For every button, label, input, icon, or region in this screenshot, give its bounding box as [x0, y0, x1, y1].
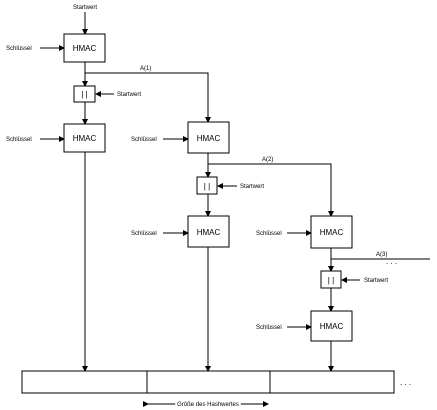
concat-box-3	[320, 270, 342, 289]
hmac-box-5	[310, 215, 353, 249]
label-key-5: Schlüssel	[256, 231, 282, 237]
label-hmac-1: HMAC	[73, 44, 97, 53]
label-a3: A(3)	[376, 252, 387, 258]
hash-size-label-bg	[175, 402, 241, 408]
hmac-box-6	[310, 310, 353, 342]
label-key-6: Schlüssel	[256, 325, 282, 331]
label-hmac-2: HMAC	[73, 134, 97, 143]
label-hmac-4: HMAC	[197, 228, 221, 237]
label-hmac-5: HMAC	[320, 228, 344, 237]
concat-box-1	[73, 85, 96, 103]
ellipsis-output: . . .	[400, 378, 411, 387]
concat-box-2	[196, 176, 218, 195]
hmac-box-1	[63, 33, 106, 63]
hmac-box-3	[187, 121, 230, 154]
ellipsis-a3: . . .	[386, 257, 397, 266]
label-concat-1: | |	[81, 90, 87, 99]
label-concat-2: | |	[204, 182, 210, 191]
label-key-3: Schlüssel	[131, 137, 157, 143]
label-startwert-top: Startwert	[73, 5, 97, 11]
label-startwert-2: Startwert	[240, 184, 264, 190]
arrow-a2	[208, 163, 334, 217]
label-key-1: Schlüssel	[6, 46, 32, 52]
label-hmac-3: HMAC	[197, 134, 221, 143]
label-hmac-6: HMAC	[320, 322, 344, 331]
output-bar	[21, 370, 395, 394]
label-startwert-1: Startwert	[117, 92, 141, 98]
label-hash-size: Größe des Hashwertes	[177, 402, 239, 408]
label-key-4: Schlüssel	[131, 231, 157, 237]
hmac-box-2	[63, 123, 106, 153]
label-key-2: Schlüssel	[6, 137, 32, 143]
label-a2: A(2)	[262, 157, 273, 163]
label-a1: A(1)	[140, 66, 151, 72]
label-concat-3: | |	[328, 276, 334, 285]
arrow-a1	[85, 72, 211, 123]
label-startwert-3: Startwert	[364, 278, 388, 284]
hmac-box-4	[187, 215, 230, 248]
